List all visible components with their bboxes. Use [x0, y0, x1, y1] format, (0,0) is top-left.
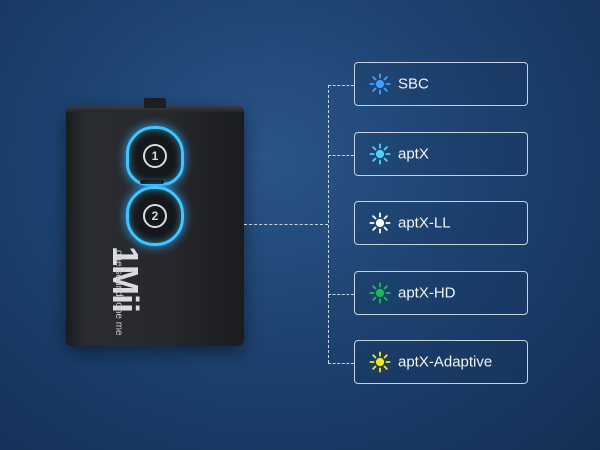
button-divider: [140, 180, 164, 184]
codec-label: aptX-HD: [398, 284, 456, 302]
sun-icon: [369, 212, 391, 234]
connector-tick-aptx: [328, 155, 354, 156]
connector-tick-aptx-adaptive: [328, 363, 354, 364]
sun-icon: [369, 73, 391, 95]
codec-box-aptx: aptX: [354, 132, 528, 176]
codec-box-aptx-adaptive: aptX-Adaptive: [354, 340, 528, 384]
codec-box-aptx-ll: aptX-LL: [354, 201, 528, 245]
sun-icon: [369, 143, 391, 165]
codec-box-aptx-hd: aptX-HD: [354, 271, 528, 315]
brand-tagline: one sound, one me: [113, 250, 124, 336]
pair-button-1[interactable]: 1: [126, 126, 184, 186]
button-1-number: 1: [143, 144, 167, 168]
sun-icon: [369, 351, 391, 373]
connector-tick-sbc: [328, 85, 354, 86]
device-connector-nub: [144, 98, 166, 108]
connector-line-horizontal: [244, 224, 328, 225]
device-top-edge: [66, 106, 244, 112]
codec-box-sbc: SBC: [354, 62, 528, 106]
connector-tick-aptx-hd: [328, 294, 354, 295]
codec-label: SBC: [398, 75, 429, 93]
brand-logo: 1Mii: [105, 246, 146, 313]
sun-icon: [369, 282, 391, 304]
codec-label: aptX: [398, 145, 429, 163]
pair-button-2[interactable]: 2: [126, 186, 184, 246]
connector-line-vertical: [328, 85, 329, 363]
codec-label: aptX-LL: [398, 214, 451, 232]
codec-label: aptX-Adaptive: [398, 353, 493, 371]
button-2-number: 2: [143, 204, 167, 228]
